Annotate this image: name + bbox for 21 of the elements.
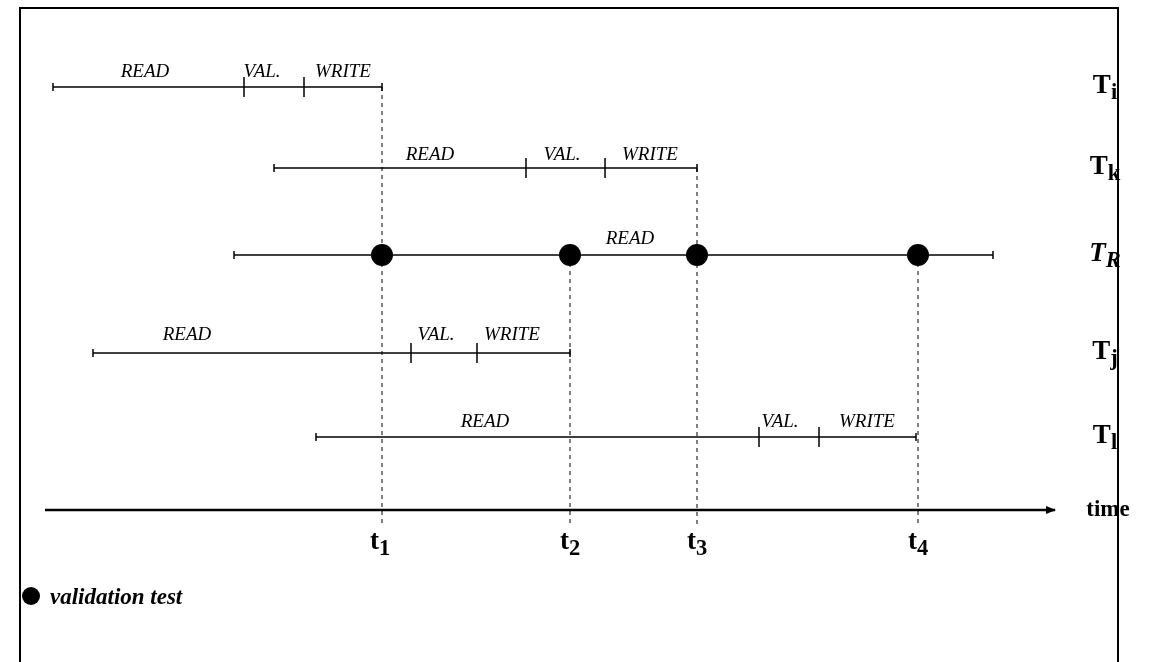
phase-label: READ [120,60,170,80]
phase-label: WRITE [484,323,540,343]
phase-label: READ [460,410,510,430]
transaction-label: T$_{i}$ [1092,70,1118,104]
time-point-label: t$_{2}$ [559,526,581,560]
phase-label: VAL. [543,143,581,163]
phase-label: WRITE [622,143,678,163]
time-point-label: t$_{3}$ [686,526,708,560]
legend-text: validation test [50,584,183,608]
transaction-label: T$_{j}$ [1092,336,1118,370]
phase-label: VAL. [417,323,455,343]
phase-label: VAL. [761,410,799,430]
time-point-label: t$_{4}$ [907,526,929,560]
transaction-label: T$_{l}$ [1092,420,1118,454]
phase-label: WRITE [839,410,895,430]
phase-label: READ [405,143,455,163]
phase-label: READ [605,227,655,247]
phase-label: WRITE [315,60,371,80]
phase-label: VAL. [243,60,281,80]
time-point-label: t$_{1}$ [369,526,391,560]
phase-label: READ [162,323,212,343]
